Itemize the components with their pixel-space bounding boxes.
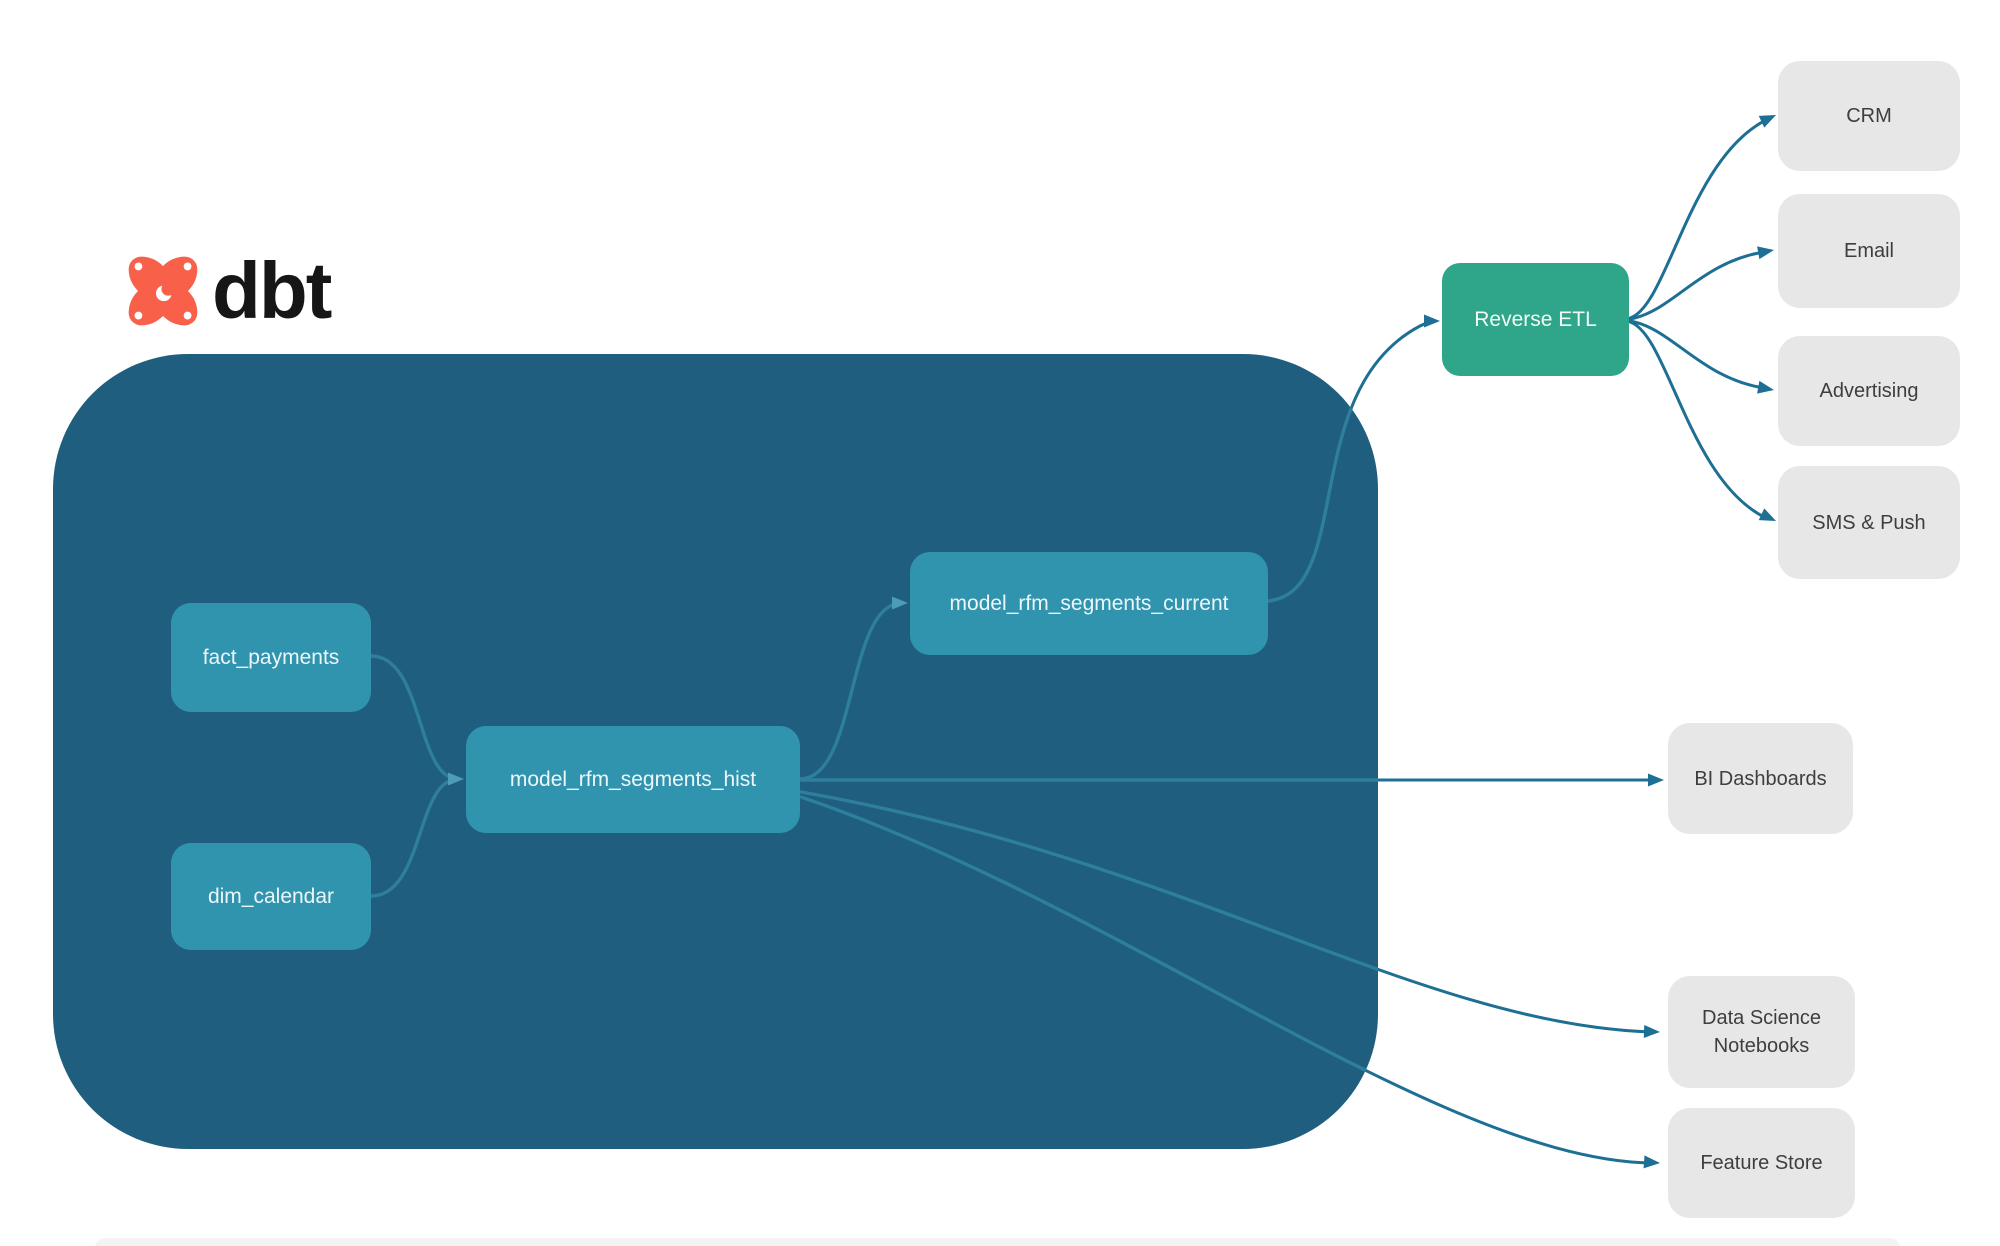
dbt-logo: dbt: [124, 246, 332, 335]
arrowhead-into-email: [1757, 246, 1774, 260]
node-bi-dashboards[interactable]: BI Dashboards: [1668, 723, 1853, 834]
arrowhead-into-bi-dashboards: [1648, 773, 1664, 787]
arrowhead-into-data-science-notebooks: [1643, 1024, 1660, 1038]
node-model-rfm-segments-hist[interactable]: model_rfm_segments_hist: [466, 726, 800, 833]
dbt-star-icon: [128, 256, 198, 326]
arrowhead-into-reverse-etl: [1424, 314, 1440, 328]
arrowhead-into-feature-store: [1643, 1155, 1660, 1169]
bottom-edge-strip: [95, 1238, 1900, 1246]
edge-reverse-etl-to-advertising: [1628, 319, 1766, 390]
node-crm[interactable]: CRM: [1778, 61, 1960, 171]
node-data-science-notebooks[interactable]: Data Science Notebooks: [1668, 976, 1855, 1088]
arrowhead-into-crm: [1758, 115, 1776, 128]
edge-reverse-etl-to-sms-push: [1628, 320, 1768, 520]
node-fact-payments[interactable]: fact_payments: [171, 603, 371, 712]
node-model-rfm-segments-current[interactable]: model_rfm_segments_current: [910, 552, 1268, 655]
dbt-wordmark: dbt: [212, 246, 332, 335]
arrowhead-into-sms-push: [1758, 508, 1776, 521]
node-sms-push[interactable]: SMS & Push: [1778, 466, 1960, 579]
edge-reverse-etl-to-crm: [1628, 118, 1768, 320]
node-email[interactable]: Email: [1778, 194, 1960, 308]
node-advertising[interactable]: Advertising: [1778, 336, 1960, 446]
arrowhead-into-advertising: [1757, 380, 1774, 394]
node-dim-calendar[interactable]: dim_calendar: [171, 843, 371, 950]
node-reverse-etl[interactable]: Reverse ETL: [1442, 263, 1629, 376]
node-feature-store[interactable]: Feature Store: [1668, 1108, 1855, 1218]
edge-reverse-etl-to-email: [1628, 250, 1766, 321]
